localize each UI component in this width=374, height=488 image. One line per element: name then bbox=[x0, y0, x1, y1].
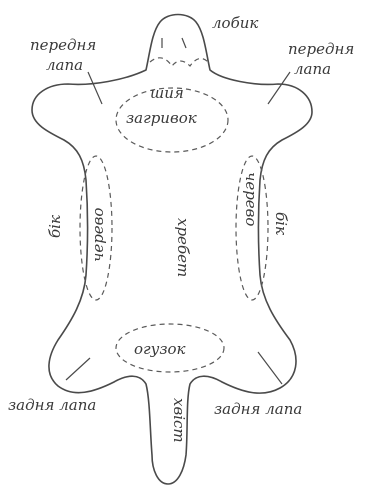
label-front-paw-right-1: передня bbox=[288, 40, 354, 58]
label-side-right: бік bbox=[272, 212, 290, 235]
label-spine: хребет bbox=[174, 218, 192, 277]
leader-front-paw-right bbox=[268, 72, 290, 104]
label-forehead: лобик bbox=[212, 14, 258, 32]
label-side-left: бік bbox=[46, 215, 64, 238]
label-nape: загривок bbox=[126, 109, 197, 127]
label-tail: хвіст bbox=[170, 398, 188, 443]
label-belly-left: черево bbox=[89, 208, 107, 262]
label-front-paw-left-2: лапа bbox=[46, 56, 83, 74]
head-zone-line bbox=[150, 58, 210, 66]
label-front-paw-left-1: передня bbox=[30, 36, 96, 54]
head-mark-right bbox=[182, 38, 186, 48]
leader-hind-paw-left bbox=[66, 358, 90, 380]
label-hind-paw-left: задня лапа bbox=[8, 396, 96, 414]
label-rump: огузок bbox=[134, 340, 186, 358]
label-hind-paw-right: задня лапа bbox=[214, 400, 302, 418]
label-front-paw-right-2: лапа bbox=[294, 60, 331, 78]
leader-hind-paw-right bbox=[258, 352, 282, 384]
leader-front-paw-left bbox=[88, 72, 102, 104]
label-belly-right: черево bbox=[242, 172, 260, 226]
label-neck: шия bbox=[150, 84, 184, 102]
